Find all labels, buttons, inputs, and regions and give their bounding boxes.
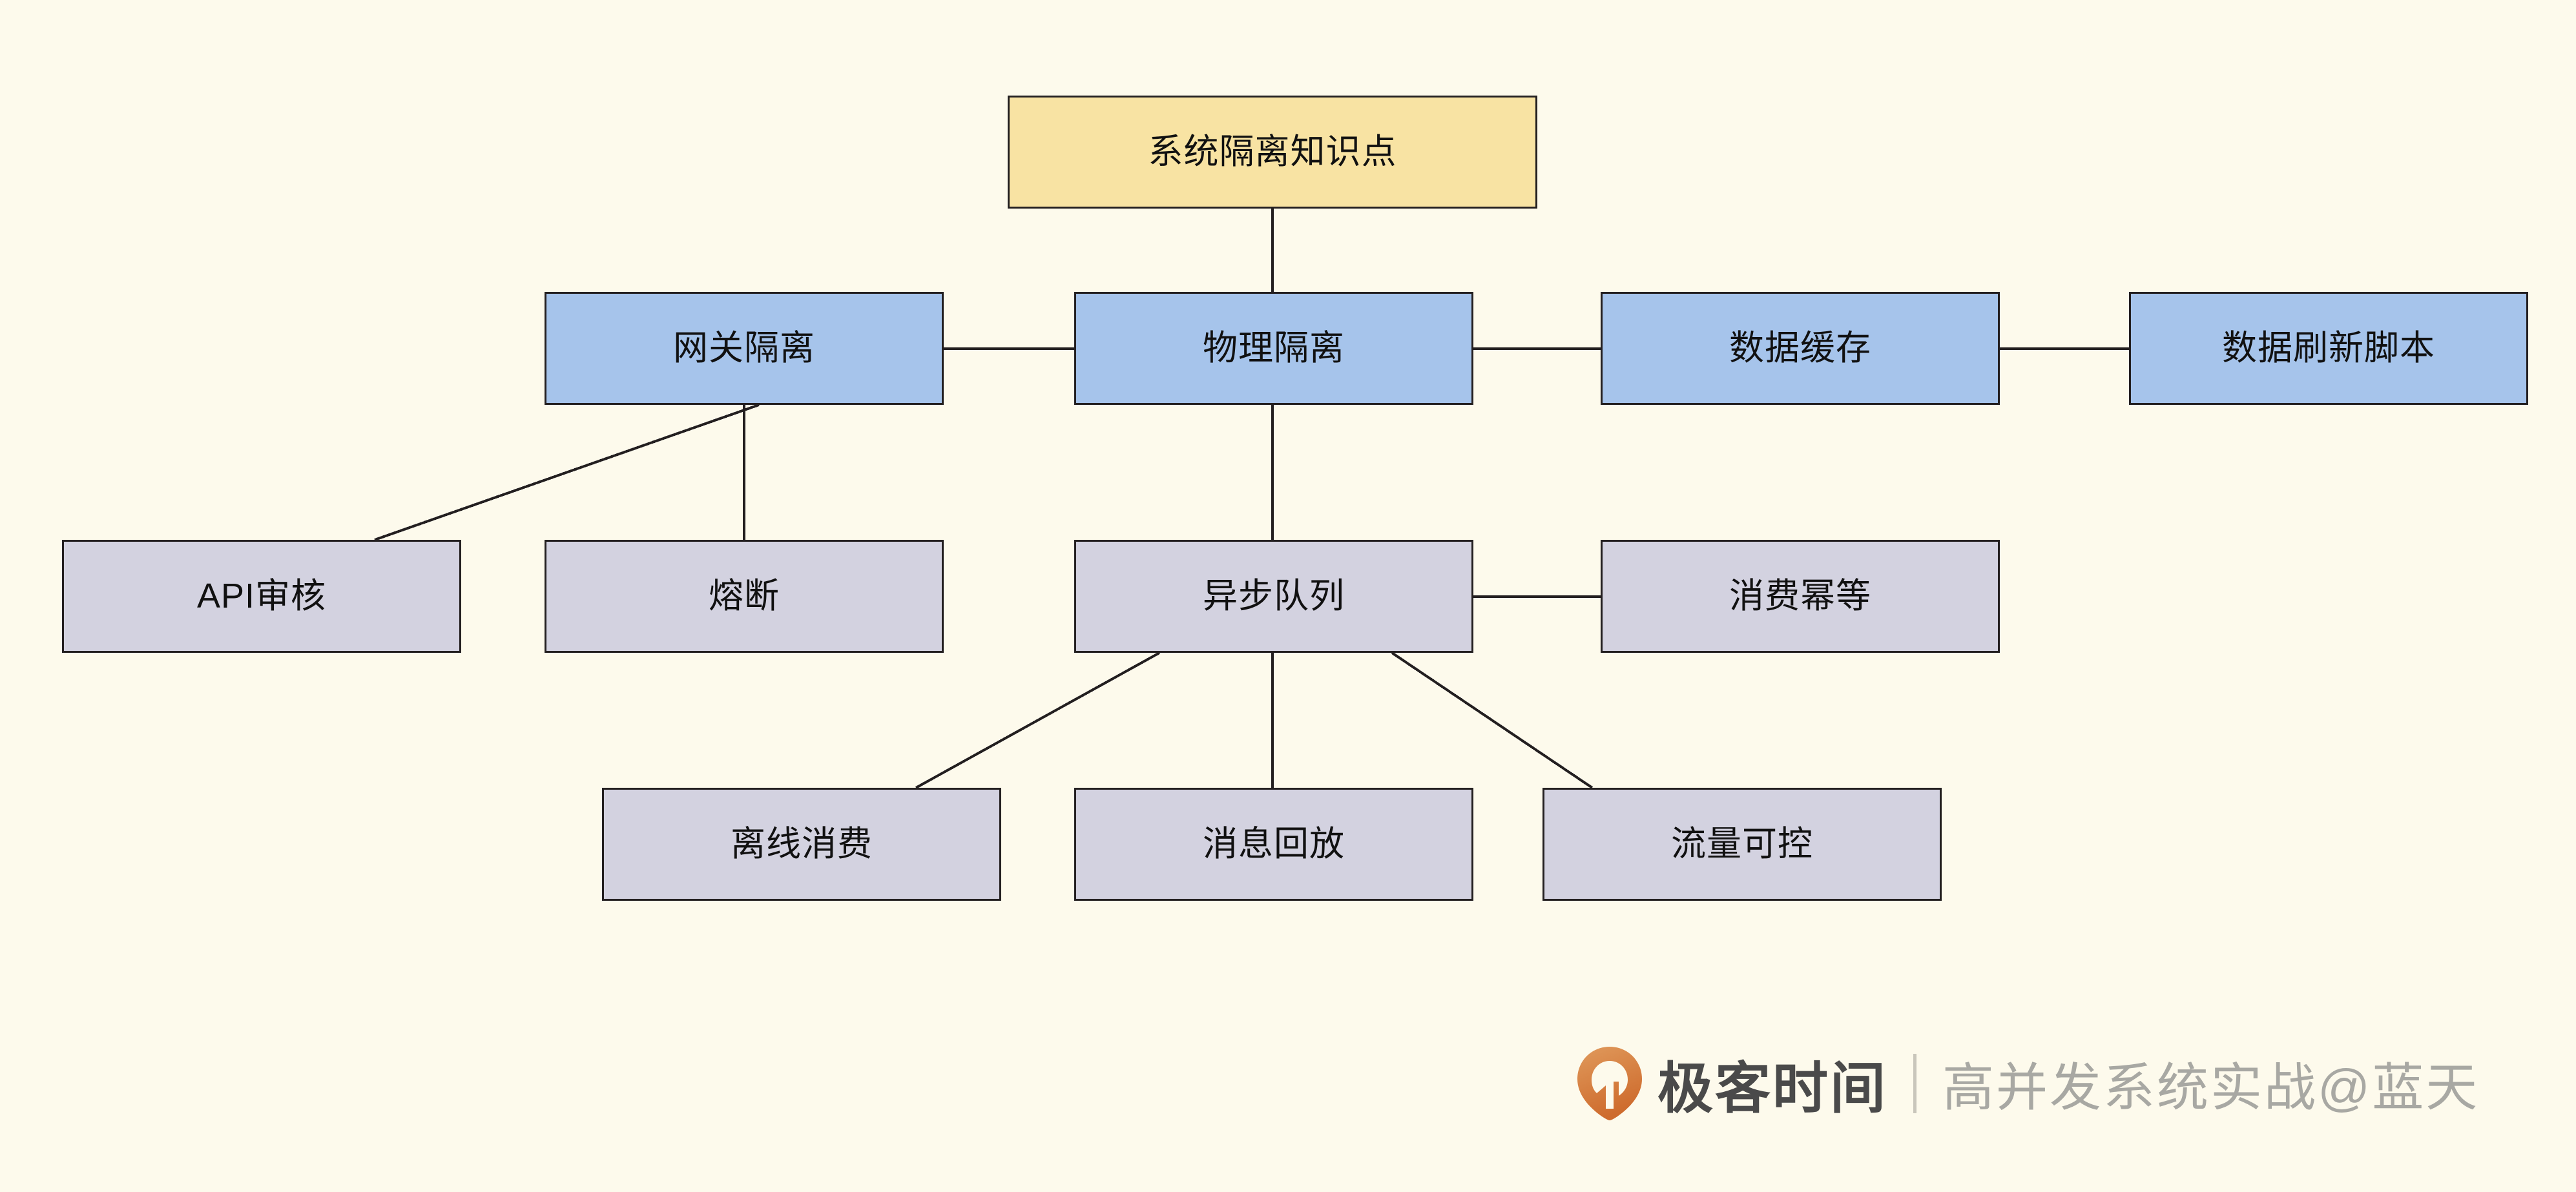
node-label: 消息回放 [1203,825,1345,864]
node-label: 系统隔离知识点 [1148,132,1397,172]
node-label: 物理隔离 [1203,329,1345,368]
node-label: 网关隔离 [673,329,815,368]
node-apiaudit[interactable]: API审核 [62,540,461,653]
node-idempot[interactable]: 消费幂等 [1601,540,2000,653]
node-root[interactable]: 系统隔离知识点 [1008,96,1537,209]
watermark-divider [1913,1053,1916,1113]
node-asyncq[interactable]: 异步队列 [1074,540,1473,653]
node-gateway[interactable]: 网关隔离 [545,292,944,405]
geektime-logo-icon [1577,1046,1642,1120]
watermark: 极客时间 高并发系统实战@蓝天 [1576,1043,2479,1124]
node-label: API审核 [196,577,327,616]
node-label: 流量可控 [1671,825,1813,864]
node-label: 数据刷新脚本 [2222,329,2435,368]
node-replay[interactable]: 消息回放 [1074,788,1473,901]
node-label: 离线消费 [731,825,873,864]
node-label: 消费幂等 [1729,577,1871,616]
node-label: 熔断 [709,577,780,616]
node-cache[interactable]: 数据缓存 [1601,292,2000,405]
edge-asyncq-to-offline [915,652,1160,789]
edge-gateway-to-apiaudit [374,404,760,541]
node-offline[interactable]: 离线消费 [602,788,1001,901]
node-label: 异步队列 [1203,577,1345,616]
node-label: 数据缓存 [1729,329,1871,368]
edge-asyncq-to-flowctl [1391,652,1594,789]
watermark-brand: 极客时间 [1657,1058,1887,1120]
watermark-subtitle: 高并发系统实战@蓝天 [1942,1058,2480,1116]
node-flowctl[interactable]: 流量可控 [1542,788,1942,901]
node-physical[interactable]: 物理隔离 [1074,292,1473,405]
node-fuse[interactable]: 熔断 [545,540,944,653]
node-refresh[interactable]: 数据刷新脚本 [2129,292,2528,405]
